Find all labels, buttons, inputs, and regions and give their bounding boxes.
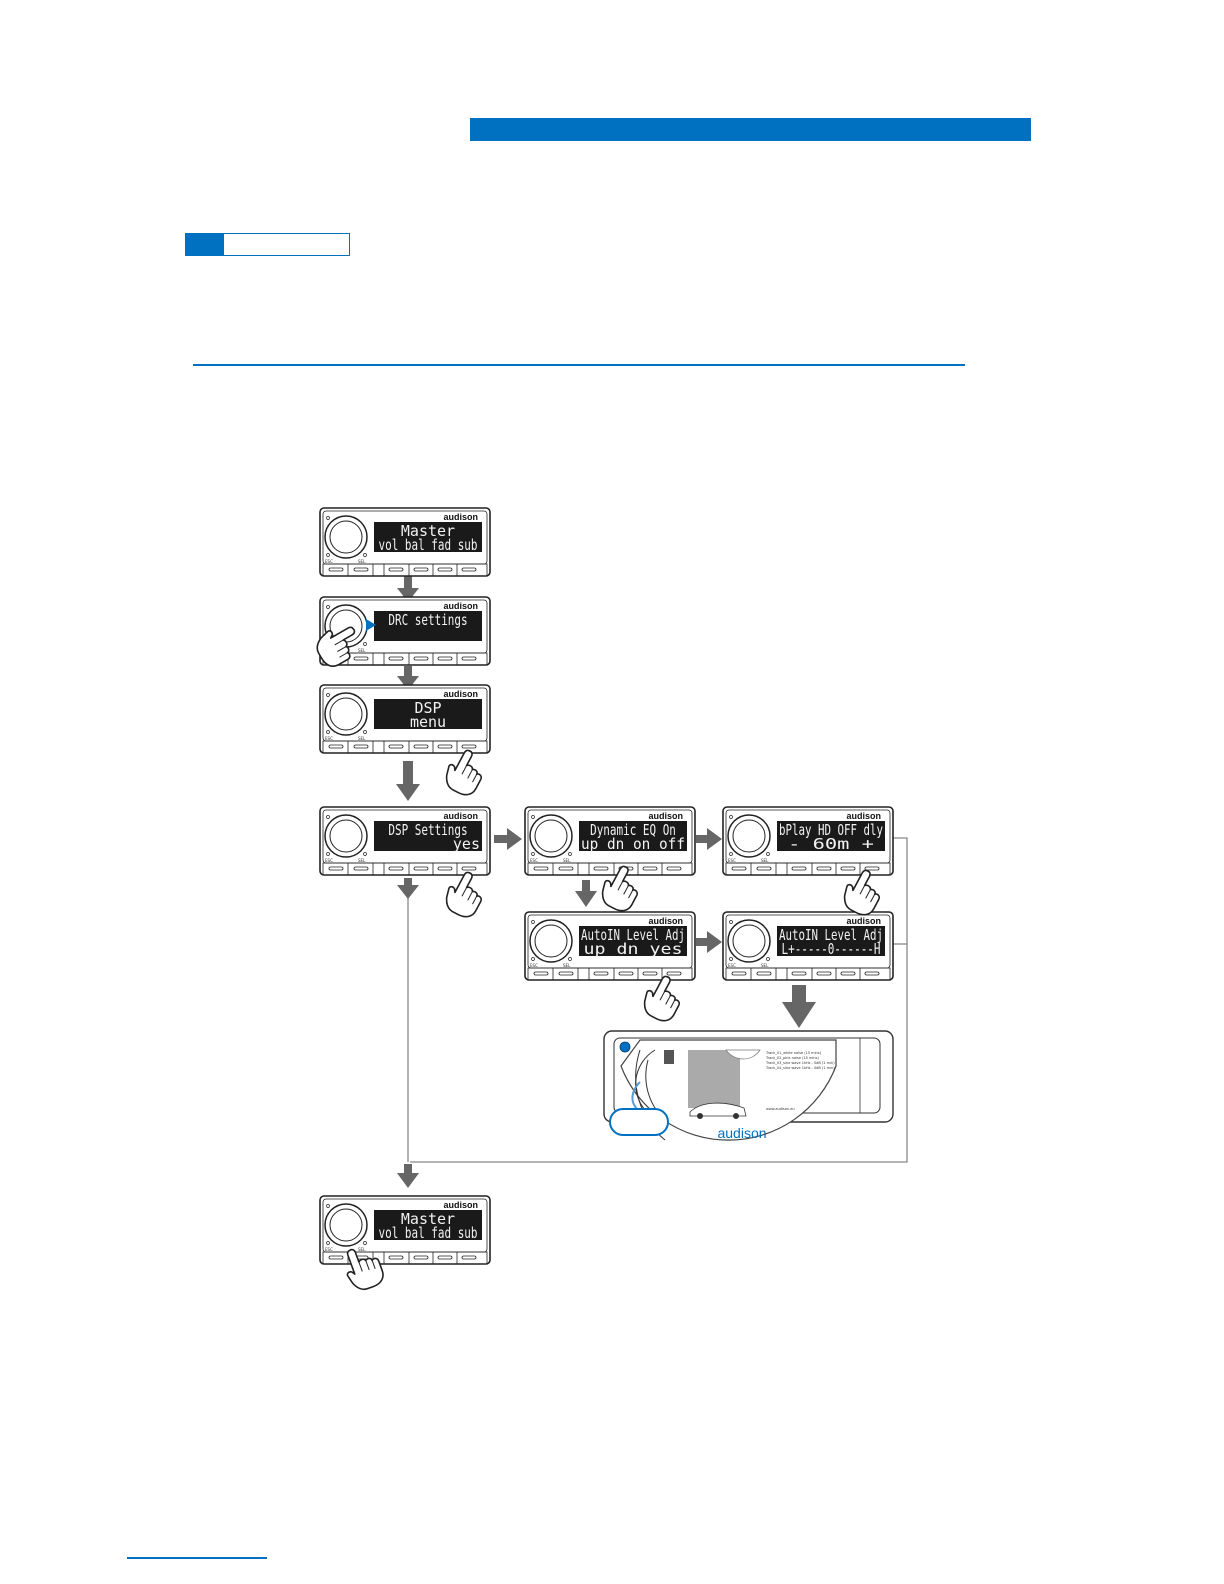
lcd-line-2: yes xyxy=(453,835,480,853)
panel-brand-label: audison xyxy=(648,916,683,926)
panel-brand-label: audison xyxy=(648,811,683,821)
lcd-line-2: up dn yes xyxy=(584,940,683,958)
lcd-line-2: menu xyxy=(410,713,446,731)
arrow-down-icon xyxy=(396,761,420,801)
panel-brand-label: audison xyxy=(443,1200,478,1210)
panel-brand-label: audison xyxy=(846,811,881,821)
section-tab-fill xyxy=(186,234,224,255)
cd-track-item: Track_03_sine wave 1kHz - 0dB (1 min) xyxy=(765,1061,835,1065)
section-divider xyxy=(193,364,965,366)
connector-lines xyxy=(407,837,908,1163)
cd-brand-logo: audison xyxy=(717,1125,766,1141)
lcd-line-1: Dynamic EQ On xyxy=(590,821,676,839)
cd-track-item: Track_01_white noise (15 mins) xyxy=(765,1051,822,1055)
cd-url: www.audison.eu xyxy=(766,1107,795,1111)
lcd-line-1: DSP Settings xyxy=(388,821,467,839)
lcd-line-1: DSP xyxy=(414,699,441,717)
cd-insertion-illustration: audison Track_01_white noise (15 mins)Tr… xyxy=(603,1030,894,1141)
lcd-line-2: up dn on off xyxy=(581,835,685,853)
lcd-line-1: Master xyxy=(401,522,455,540)
lcd-line-1: AutoIN Level Adj xyxy=(779,926,883,944)
arrow-down-icon xyxy=(397,576,419,602)
arrow-down-icon xyxy=(397,878,419,899)
panel-brand-label: audison xyxy=(846,916,881,926)
arrow-down-icon xyxy=(397,1164,419,1188)
car-icon xyxy=(689,1102,747,1119)
panel-brand-label: audison xyxy=(443,689,478,699)
lcd-line-2: - 60m + xyxy=(788,835,874,853)
arrow-right-icon xyxy=(494,828,522,850)
lcd-line-1: Master xyxy=(401,1210,455,1228)
arrow-right-icon xyxy=(696,828,722,850)
header-bar xyxy=(470,118,1031,141)
cd-track-item: Track_04_sine wave 1kHz - 0dB (1 min) xyxy=(765,1066,835,1070)
lcd-line-2: L+-----0------H xyxy=(782,940,881,958)
lcd-line-1: DRC settings xyxy=(388,611,467,629)
lcd-line-1: bPlay HD OFF dly xyxy=(779,821,883,839)
lcd-line-2: vol bal fad sub xyxy=(379,536,478,554)
lcd-line-2: vol bal fad sub xyxy=(379,1224,478,1242)
arrow-down-icon xyxy=(782,985,816,1028)
blue-indicator xyxy=(366,619,376,631)
lcd-line-1: AutoIN Level Adj xyxy=(581,926,685,944)
arrow-right-icon xyxy=(696,931,722,953)
footer-line xyxy=(127,1557,267,1559)
cd-track-list: Track_01_white noise (15 mins)Track_02_p… xyxy=(765,1051,835,1070)
arrow-down-icon xyxy=(397,666,419,690)
panel-brand-label: audison xyxy=(443,811,478,821)
cd-track-item: Track_02_pink noise (15 mins) xyxy=(765,1056,819,1060)
panel-brand-label: audison xyxy=(443,601,478,611)
section-tab xyxy=(185,233,350,256)
panel-brand-label: audison xyxy=(443,512,478,522)
arrow-down-icon xyxy=(575,880,597,907)
